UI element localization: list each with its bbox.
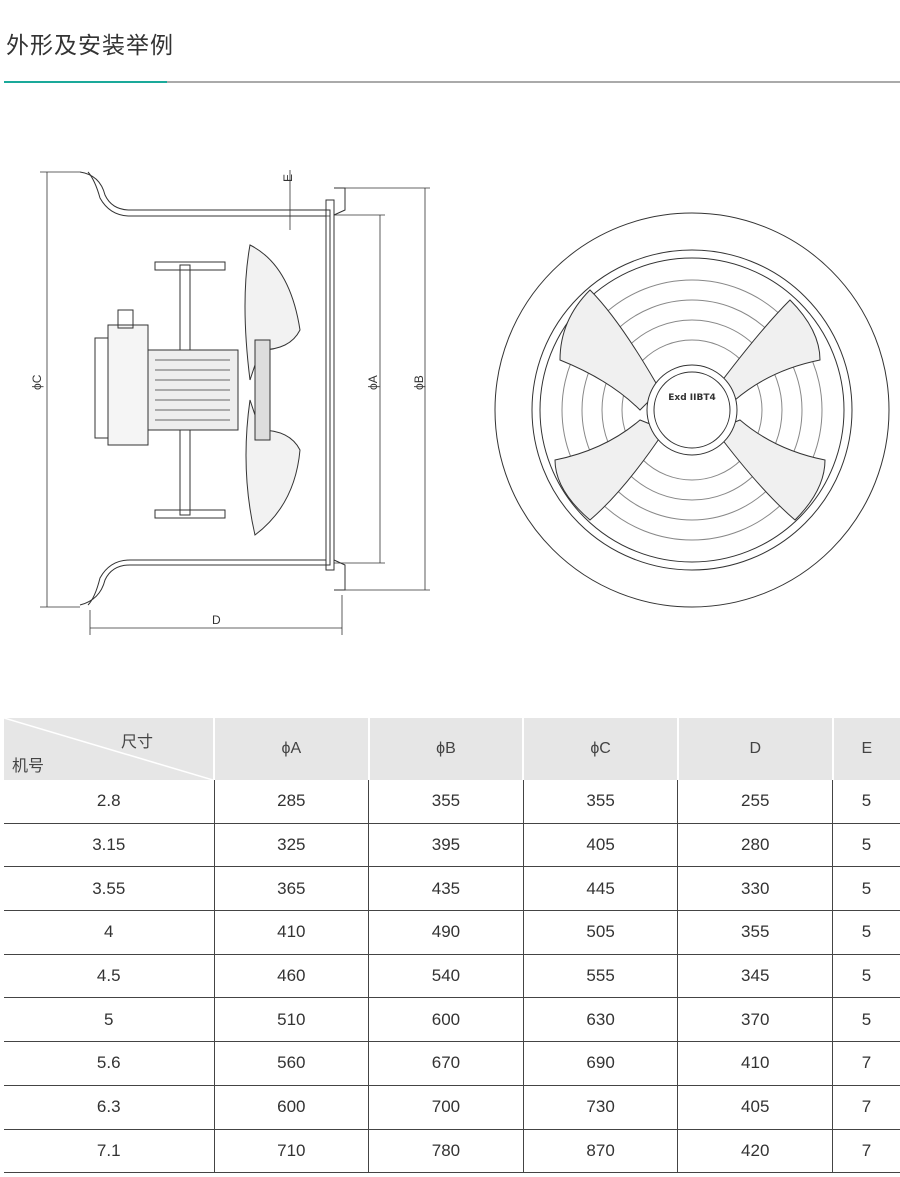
value-cell: 7 (832, 1129, 900, 1174)
value-cell: 405 (522, 823, 678, 868)
value-cell: 5 (832, 780, 900, 824)
value-cell: 710 (213, 1129, 369, 1174)
corner-header: 尺寸 机号 (4, 718, 214, 780)
value-cell: 670 (368, 1041, 524, 1086)
model-cell: 4.5 (4, 954, 214, 999)
value-cell: 370 (677, 997, 833, 1043)
model-cell: 6.3 (4, 1085, 214, 1130)
value-cell: 5 (832, 866, 900, 912)
value-cell: 490 (368, 910, 524, 955)
value-cell: 330 (677, 866, 833, 912)
value-cell: 870 (522, 1129, 678, 1174)
value-cell: 5 (832, 954, 900, 999)
value-cell: 5 (832, 823, 900, 868)
value-cell: 505 (522, 910, 678, 955)
fan-installation-drawing: ϕC ϕA ϕB D E Exd IIBT4 (30, 170, 890, 635)
value-cell: 600 (368, 997, 524, 1043)
value-cell: 690 (522, 1041, 678, 1086)
model-cell: 7.1 (4, 1129, 214, 1174)
header-size: 尺寸 (120, 734, 153, 751)
value-cell: 410 (677, 1041, 833, 1086)
motor-marking: Exd IIBT4 (668, 393, 716, 403)
value-cell: 460 (213, 954, 369, 999)
value-cell: 7 (832, 1085, 900, 1130)
value-cell: 325 (213, 823, 369, 868)
col-header: D (676, 718, 833, 780)
page-title: 外形及安装举例 (6, 33, 174, 59)
value-cell: 780 (368, 1129, 524, 1174)
dim-label-d: D (212, 613, 221, 627)
model-cell: 5.6 (4, 1041, 214, 1086)
front-view: Exd IIBT4 (494, 212, 890, 608)
value-cell: 345 (677, 954, 833, 999)
value-cell: 445 (522, 866, 678, 912)
value-cell: 355 (368, 780, 524, 824)
value-cell: 5 (832, 910, 900, 955)
side-view (79, 171, 346, 606)
col-header: E (831, 718, 900, 780)
value-cell: 405 (677, 1085, 833, 1130)
value-cell: 730 (522, 1085, 678, 1130)
table-header-row: 尺寸 机号 ϕA ϕB ϕC D E (4, 718, 900, 780)
value-cell: 280 (677, 823, 833, 868)
value-cell: 355 (522, 780, 678, 824)
diagonal-divider (4, 718, 213, 780)
value-cell: 285 (213, 780, 369, 824)
value-cell: 5 (832, 997, 900, 1043)
header-model: 机号 (12, 758, 45, 775)
model-cell: 5 (4, 997, 214, 1043)
value-cell: 395 (368, 823, 524, 868)
value-cell: 420 (677, 1129, 833, 1174)
value-cell: 510 (213, 997, 369, 1043)
col-header: ϕA (213, 718, 369, 780)
value-cell: 630 (522, 997, 678, 1043)
value-cell: 600 (213, 1085, 369, 1130)
model-cell: 3.15 (4, 823, 214, 868)
col-header: ϕC (522, 718, 678, 780)
dim-label-a: ϕA (366, 375, 380, 390)
value-cell: 540 (368, 954, 524, 999)
value-cell: 355 (677, 910, 833, 955)
value-cell: 560 (213, 1041, 369, 1086)
model-cell: 4 (4, 910, 214, 955)
title-accent-bar (4, 81, 167, 83)
value-cell: 365 (213, 866, 369, 912)
dim-label-c: ϕC (30, 374, 44, 390)
value-cell: 410 (213, 910, 369, 955)
value-cell: 555 (522, 954, 678, 999)
dimension-lines (40, 170, 430, 635)
value-cell: 700 (368, 1085, 524, 1130)
title-divider (4, 81, 900, 83)
dim-label-e: E (281, 174, 295, 182)
value-cell: 7 (832, 1041, 900, 1086)
value-cell: 255 (677, 780, 833, 824)
model-cell: 2.8 (4, 780, 214, 824)
col-header: ϕB (367, 718, 524, 780)
dim-label-b: ϕB (412, 375, 426, 390)
model-cell: 3.55 (4, 866, 214, 912)
value-cell: 435 (368, 866, 524, 912)
